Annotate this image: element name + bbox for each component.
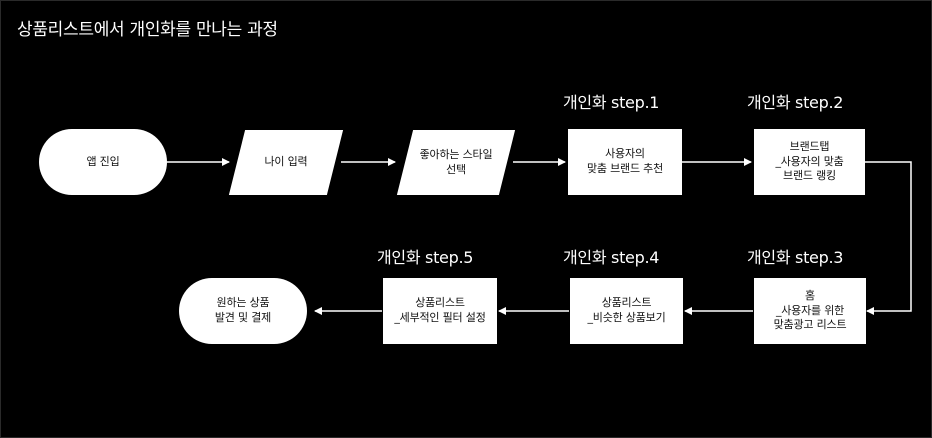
node-step1-brand-recommend: 사용자의 맞춤 브랜드 추천 [568,129,682,195]
node-app-entry-label: 앱 진입 [86,154,120,168]
node-step5-filter: 상품리스트 _세부적인 필터 설정 [383,278,497,344]
node-step4-similar: 상품리스트 _비슷한 상품보기 [570,278,683,344]
step-label-4: 개인화 step.4 [563,248,660,267]
node-age-input: 나이 입력 [237,130,335,195]
node-purchase-label: 원하는 상품 발견 및 결제 [214,296,272,324]
step-label-3: 개인화 step.3 [747,248,844,267]
step-label-2: 개인화 step.2 [747,93,844,112]
arrow-step2-to-step3 [865,161,912,315]
node-style-select: 좋아하는 스타일 선택 [405,130,507,195]
node-step2-label: 브랜드탭 _사용자의 맞춤 브랜드 랭킹 [775,139,844,183]
node-step4-label: 상품리스트 _비슷한 상품보기 [587,296,666,324]
node-step3-home: 홈 _사용자를 위한 맞춤광고 리스트 [754,278,866,344]
node-step1-label: 사용자의 맞춤 브랜드 추천 [586,147,664,175]
node-age-input-label: 나이 입력 [264,155,308,169]
node-style-select-label: 좋아하는 스타일 선택 [419,147,493,176]
node-step3-label: 홈 _사용자를 위한 맞춤광고 리스트 [773,288,847,332]
node-step5-label: 상품리스트 _세부적인 필터 설정 [394,296,486,324]
node-app-entry: 앱 진입 [39,129,167,195]
step-label-5: 개인화 step.5 [377,248,474,267]
step-label-1: 개인화 step.1 [563,93,660,112]
node-step2-brand-tab: 브랜드탭 _사용자의 맞춤 브랜드 랭킹 [754,129,865,195]
node-purchase: 원하는 상품 발견 및 결제 [179,278,307,344]
page-title: 상품리스트에서 개인화를 만나는 과정 [17,20,278,40]
